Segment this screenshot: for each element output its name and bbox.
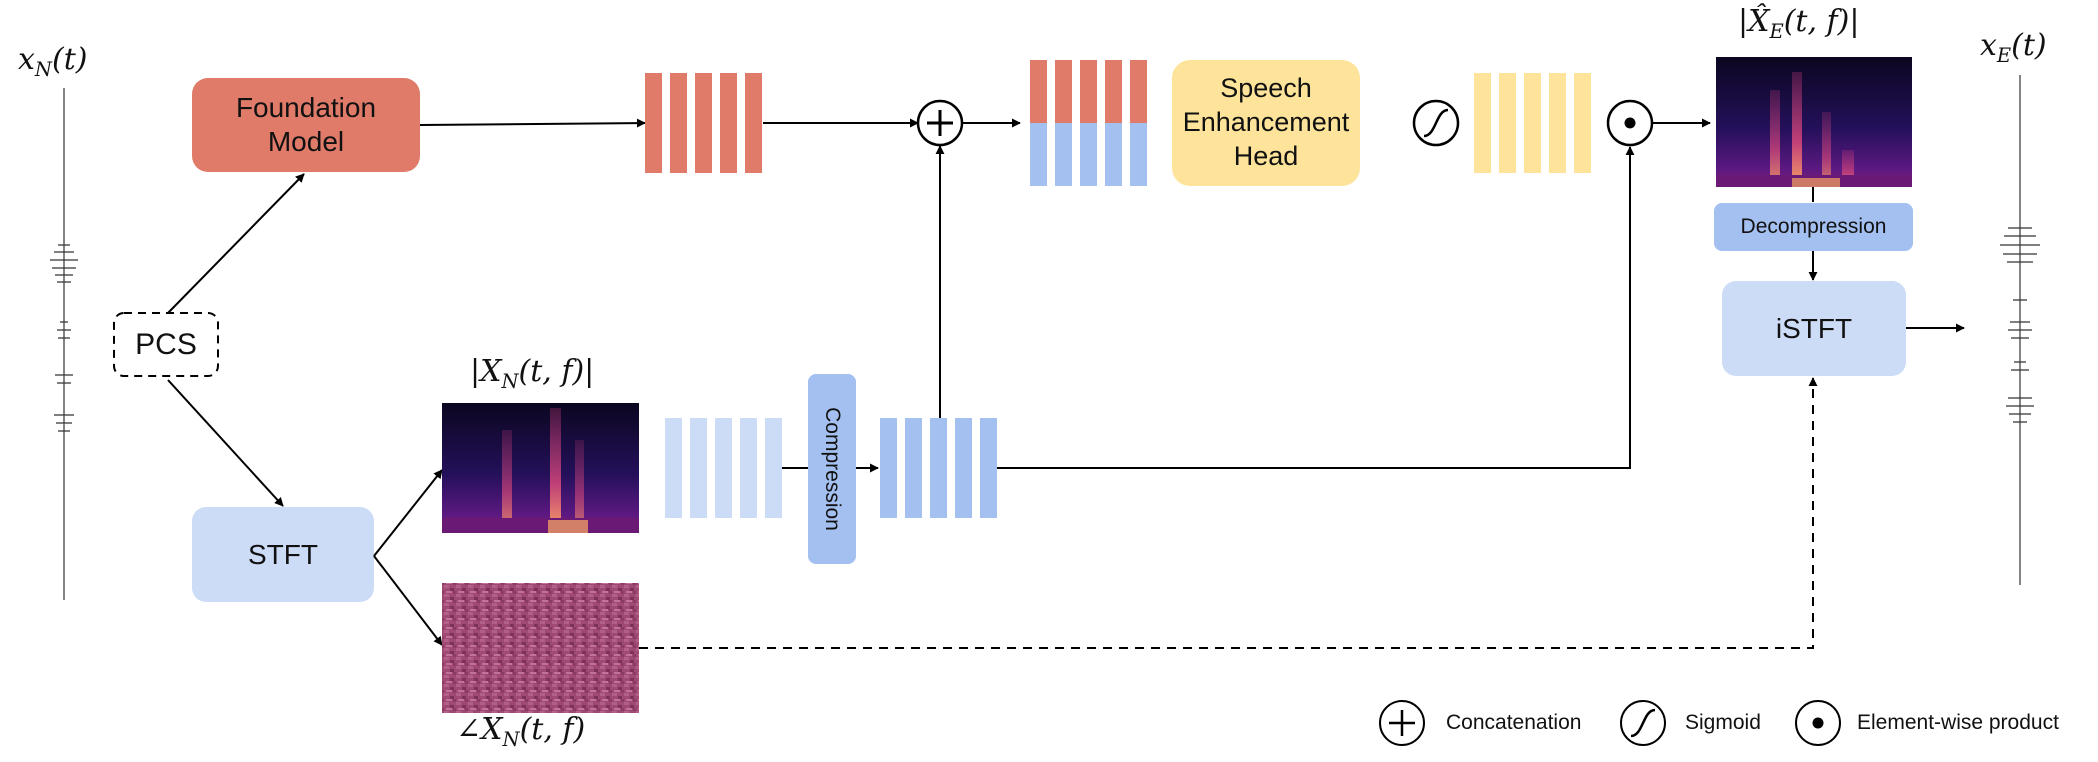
compression-label: Compression [820,407,844,531]
magnitude-feature-bars [665,418,782,518]
output-waveform [2000,75,2040,585]
dot-circle-icon [1795,700,1841,746]
compression-box [808,374,856,564]
arrow-stft-magnitude [373,469,443,557]
pcs-box [113,312,219,377]
plus-circle-icon [1379,700,1425,746]
stft-box [192,507,374,602]
enhanced-magnitude-spectrogram [1716,57,1912,187]
istft-box [1722,281,1906,376]
arrow-stft-phase [373,555,443,646]
sigmoid-operator [1412,99,1460,147]
foundation-model-box [192,78,420,172]
sigmoid-icon [1620,700,1666,746]
compressed-feature-bars [880,418,997,518]
foundation-feature-bars [645,73,762,173]
concat-operator [916,99,964,147]
phase-skip-connection [639,377,1818,649]
phase-label: ∠XN(t, f) [456,712,586,751]
legend-product-label: Element-wise product [1857,711,2059,734]
speech-enhancement-head-box [1172,60,1360,186]
arrow-pcs-foundation [167,173,305,314]
output-signal-label: xE(t) [1980,28,2047,67]
arrow-pcs-stft [167,379,284,507]
decompression-label: Decompression [1740,215,1887,239]
arrow-compressed-product [997,146,1635,469]
input-waveform [50,88,78,600]
magnitude-spectrogram [442,403,639,533]
input-signal-label: xN(t) [18,42,88,81]
pcs-label: PCS [135,327,197,361]
concatenated-feature-bars [1030,60,1147,186]
phase-spectrogram [442,583,639,713]
speech-head-label: Speech Enhancement Head [1182,73,1350,171]
arrow-foundation-features [419,118,646,128]
mask-bars [1474,73,1591,173]
istft-label: iSTFT [1775,312,1853,344]
magnitude-label: |XN(t, f)| [470,354,595,393]
legend-sigmoid-label: Sigmoid [1685,711,1761,734]
enhanced-magnitude-label: |X̂E(t, f)| [1738,4,1860,43]
foundation-model-label: Foundation Model [235,92,377,157]
product-operator [1606,99,1654,147]
decompression-box [1714,203,1913,251]
legend-concat-label: Concatenation [1446,711,1582,734]
stft-label: STFT [248,538,318,570]
